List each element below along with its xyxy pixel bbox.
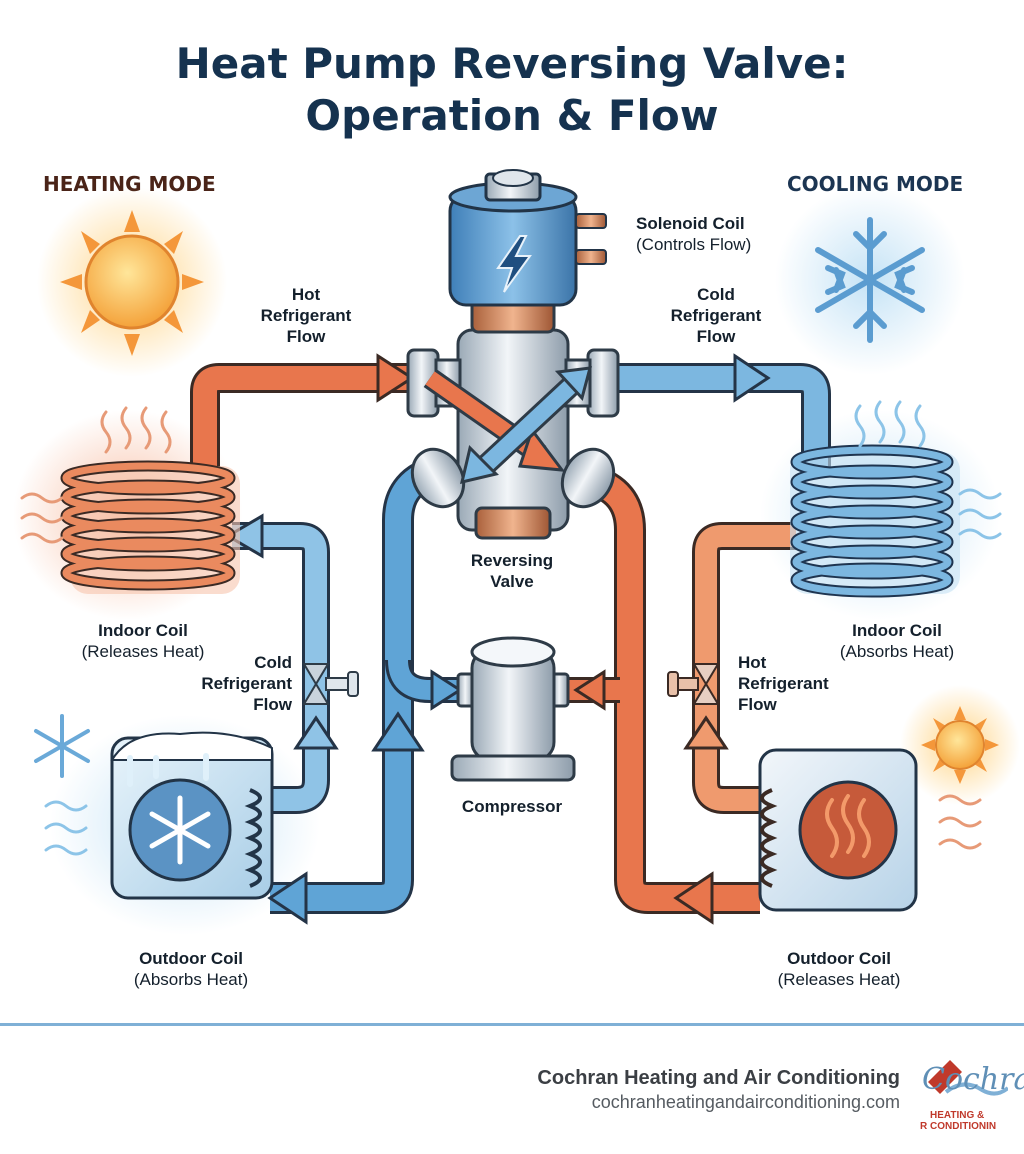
cold-flow-arrow-compressor [430,669,463,711]
cold-flow-left-line1: Cold [254,653,292,672]
cold-pipe-compressor-fill [388,659,458,700]
page-title: Heat Pump Reversing Valve: Operation & F… [0,38,1024,142]
hot-flow-arrow-compressor [573,669,606,711]
solenoid-title: Solenoid Coil [636,214,745,233]
company-url[interactable]: cochranheatingandairconditioning.com [591,1092,900,1112]
cold-flow-arrow-left [225,513,264,559]
hot-flow-right-line3: Flow [738,695,777,714]
outdoor-left-sub: (Absorbs Heat) [133,970,249,989]
outdoor-coil-right [758,748,918,912]
snowflake-icon-outdoor [149,795,211,865]
cold-flow-top-line3: Flow [696,327,736,346]
cold-flow-arrow-return [267,871,308,925]
title-line-2: Operation & Flow [305,91,719,140]
indoor-coil-left-label: Indoor Coil (Releases Heat) [48,620,238,662]
solenoid-sub: (Controls Flow) [636,235,752,254]
outdoor-right-sub: (Releases Heat) [777,970,901,989]
footer-divider [0,1023,1024,1026]
compressor [450,636,576,782]
reversing-valve-line1: Reversing [470,551,554,570]
hot-flow-top-line3: Flow [286,327,326,346]
hot-flow-arrow-right-up [683,715,729,750]
hot-flow-arrow-top [376,353,415,403]
logo-line-1: HEATING & [930,1110,985,1121]
indoor-left-sub: (Releases Heat) [81,642,205,661]
indoor-right-sub: (Absorbs Heat) [839,642,955,661]
solenoid-coil-label: Solenoid Coil (Controls Flow) [636,213,751,255]
cold-flow-arrow-left-up [293,715,339,750]
cold-flow-top-line1: Cold [697,285,735,304]
hot-pipe-right-main-fill [586,467,760,911]
hot-flow-label-right: Hot Refrigerant Flow [738,652,862,715]
cold-pipe-top-fill [612,366,828,470]
company-name: Cochran Heating and Air Conditioning [537,1067,900,1089]
heat-waves-left [20,406,172,544]
logo-script: Cochran [922,1062,1024,1097]
cold-flow-arrow-top [733,353,771,403]
expansion-valve-right [667,663,720,705]
logo-line-2: R CONDITIONIN [920,1121,997,1132]
compressor-title: Compressor [461,797,563,816]
cold-flow-top-line2: Refrigerant [670,306,762,325]
outdoor-left-title: Outdoor Coil [139,949,243,968]
snowflake-icon-cooling [815,217,925,343]
indoor-coil-right-label: Indoor Coil (Absorbs Heat) [802,620,992,662]
title-line-1: Heat Pump Reversing Valve: [175,39,849,88]
company-logo: Cochran HEATING & R CONDITIONIN [916,1052,1024,1134]
expansion-valve-left [302,663,359,705]
indoor-coil-right [790,444,960,598]
cold-flow-label-left: Cold Refrigerant Flow [168,652,292,715]
indoor-left-title: Indoor Coil [98,621,188,640]
cool-waves-left [44,800,88,856]
reversing-valve [406,328,620,540]
outdoor-coil-left [110,731,274,900]
outdoor-right-title: Outdoor Coil [787,949,891,968]
hot-flow-arrow-right-bottom [673,871,714,925]
cold-flow-arrow-return-up [371,711,425,752]
cold-flow-label-top: Cold Refrigerant Flow [656,284,776,347]
cold-flow-left-line2: Refrigerant [201,674,292,693]
outdoor-coil-left-label: Outdoor Coil (Absorbs Heat) [96,948,286,990]
cool-waves-right [854,400,1002,540]
solenoid-coil [448,169,607,334]
heat-waves-right [938,794,982,850]
snowflake-icon-small-left [34,714,90,778]
indoor-right-title: Indoor Coil [852,621,942,640]
sun-icon-outdoor-right [921,706,999,784]
cold-flow-left-line3: Flow [253,695,292,714]
reversing-valve-line2: Valve [490,572,534,591]
hot-flow-right-line2: Refrigerant [738,674,829,693]
reversing-valve-label: Reversing Valve [452,550,572,592]
hot-flow-top-line2: Refrigerant [260,306,352,325]
logo-mark [928,1060,1010,1096]
sun-icon-heating [60,210,204,356]
compressor-label: Compressor [432,796,592,817]
outdoor-coil-right-label: Outdoor Coil (Releases Heat) [744,948,934,990]
indoor-coil-left [60,460,240,594]
hot-flow-right-line1: Hot [738,653,767,672]
lightning-icon [496,235,532,293]
heat-pump-diagram [13,169,1020,935]
hot-flow-label-top: Hot Refrigerant Flow [246,284,366,347]
hot-flow-top-line1: Hot [291,285,321,304]
hot-pipe-top-fill [193,366,412,470]
